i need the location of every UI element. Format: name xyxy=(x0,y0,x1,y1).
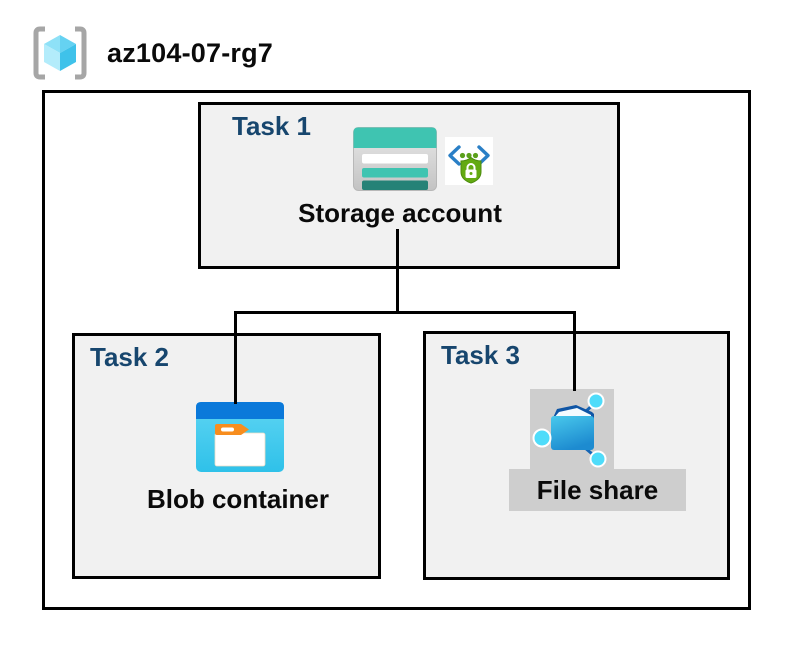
task2-box: Task 2 Blob container xyxy=(72,333,381,579)
task3-label: Task 3 xyxy=(441,340,521,370)
resource-group-name: az104-07-rg7 xyxy=(107,38,273,68)
blob-container-icon xyxy=(196,402,284,472)
task2-label: Task 2 xyxy=(90,342,170,372)
connector-branch-horizontal xyxy=(234,311,576,314)
shared-access-signature-icon xyxy=(445,137,493,185)
task3-box: Task 3 File share xyxy=(423,331,730,580)
file-share-label: File share xyxy=(536,475,659,505)
file-share-icon-highlight xyxy=(530,389,614,470)
connector-storage-down xyxy=(396,229,399,312)
storage-account-icon xyxy=(353,127,437,191)
blob-container-label: Blob container xyxy=(146,484,329,514)
task1-box: Task 1 Storage account xyxy=(198,102,620,269)
connector-to-blob-container xyxy=(234,311,237,404)
resource-group-icon xyxy=(33,26,87,80)
storage-account-label: Storage account xyxy=(298,198,502,228)
file-share-icon xyxy=(532,392,607,468)
connector-to-file-share xyxy=(573,311,576,391)
file-share-label-highlight: File share xyxy=(509,469,686,511)
task1-label: Task 1 xyxy=(232,111,312,141)
